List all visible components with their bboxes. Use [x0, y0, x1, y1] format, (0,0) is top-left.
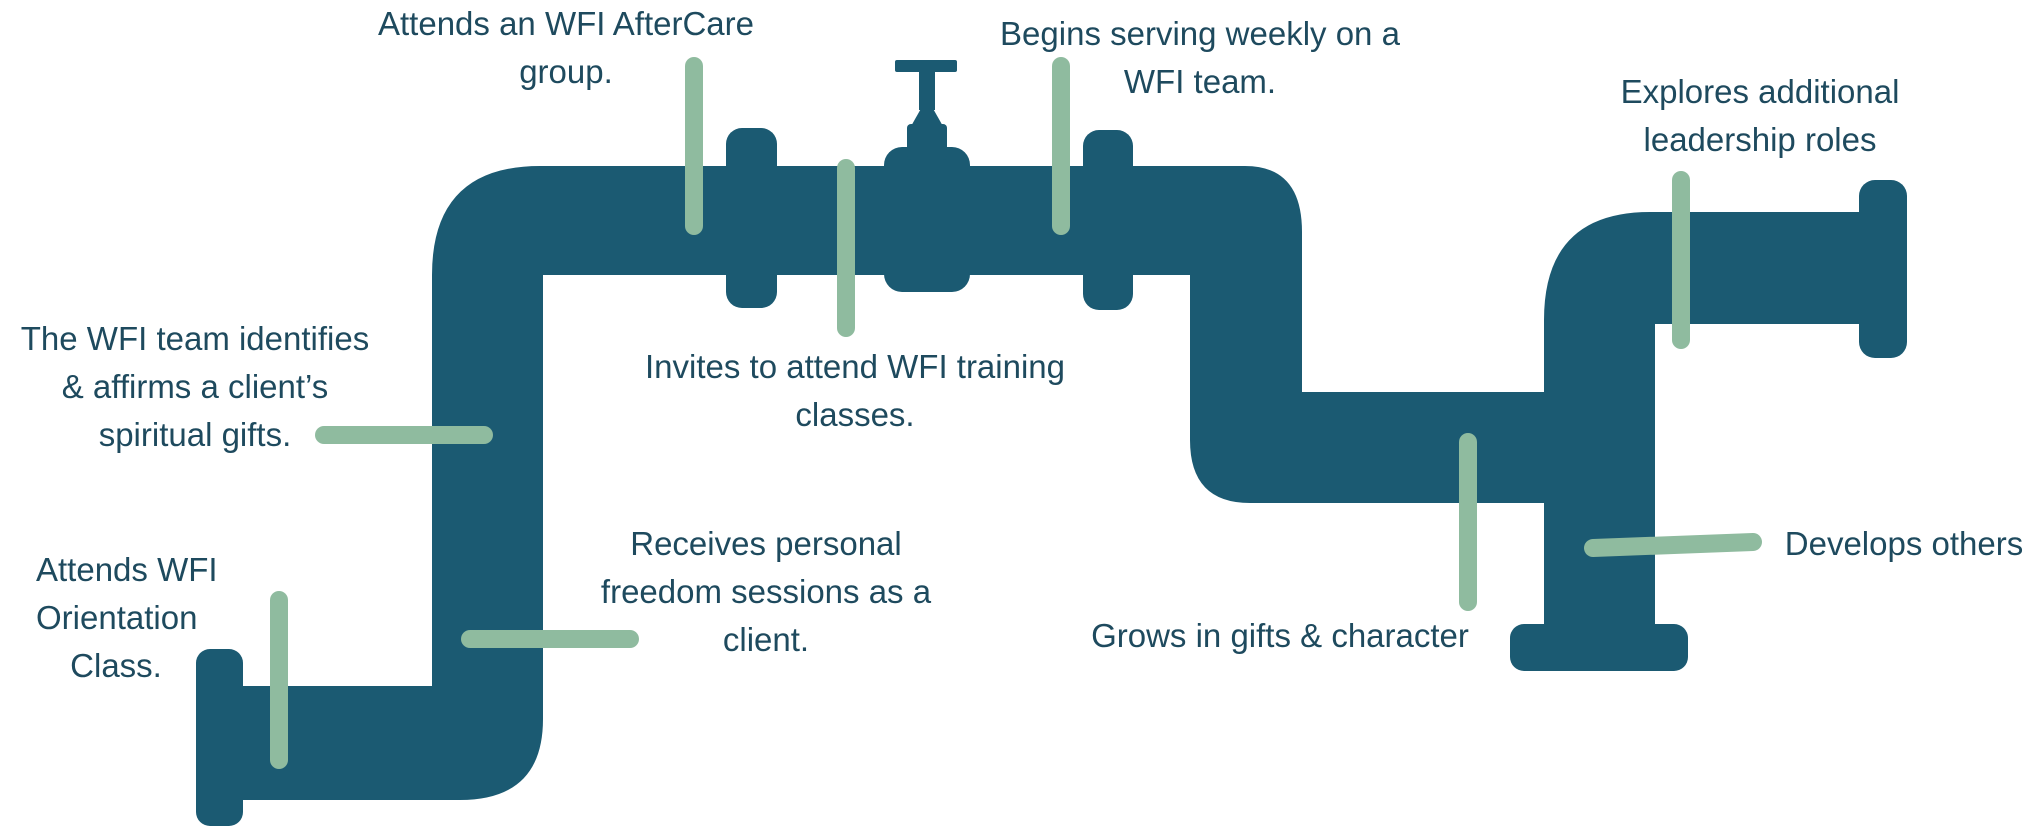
marker-develops-others	[1584, 533, 1762, 557]
step-label-spiritual-gifts: The WFI team identifies & affirms a clie…	[20, 320, 370, 453]
step-label-leadership: Explores additional leadership roles	[1620, 73, 1900, 158]
pipe-segment-drop	[1190, 275, 1560, 503]
step-label-orientation: Attends WFI Orientation Class.	[36, 551, 218, 684]
step-label-aftercare: Attends an WFI AfterCare group.	[378, 5, 754, 90]
pipe-flange-top-right	[1083, 130, 1133, 310]
step-label-develops-others: Develops others	[1784, 525, 2024, 562]
pipe-flange-riser-bottom	[1510, 624, 1688, 671]
valve-icon	[884, 60, 970, 292]
pipe-flange-top-left	[726, 128, 777, 308]
step-label-growth: Grows in gifts & character	[1091, 617, 1469, 654]
pipe-flange-end	[1859, 180, 1907, 358]
step-label-serving: Begins serving weekly on a WFI team.	[1000, 15, 1400, 100]
step-label-freedom-sessions: Receives personal freedom sessions as a …	[600, 525, 932, 658]
pipe-segment-bottom	[230, 275, 543, 800]
pipe-segment-riser	[1544, 212, 1880, 640]
step-label-training: Invites to attend WFI training classes.	[644, 348, 1066, 433]
